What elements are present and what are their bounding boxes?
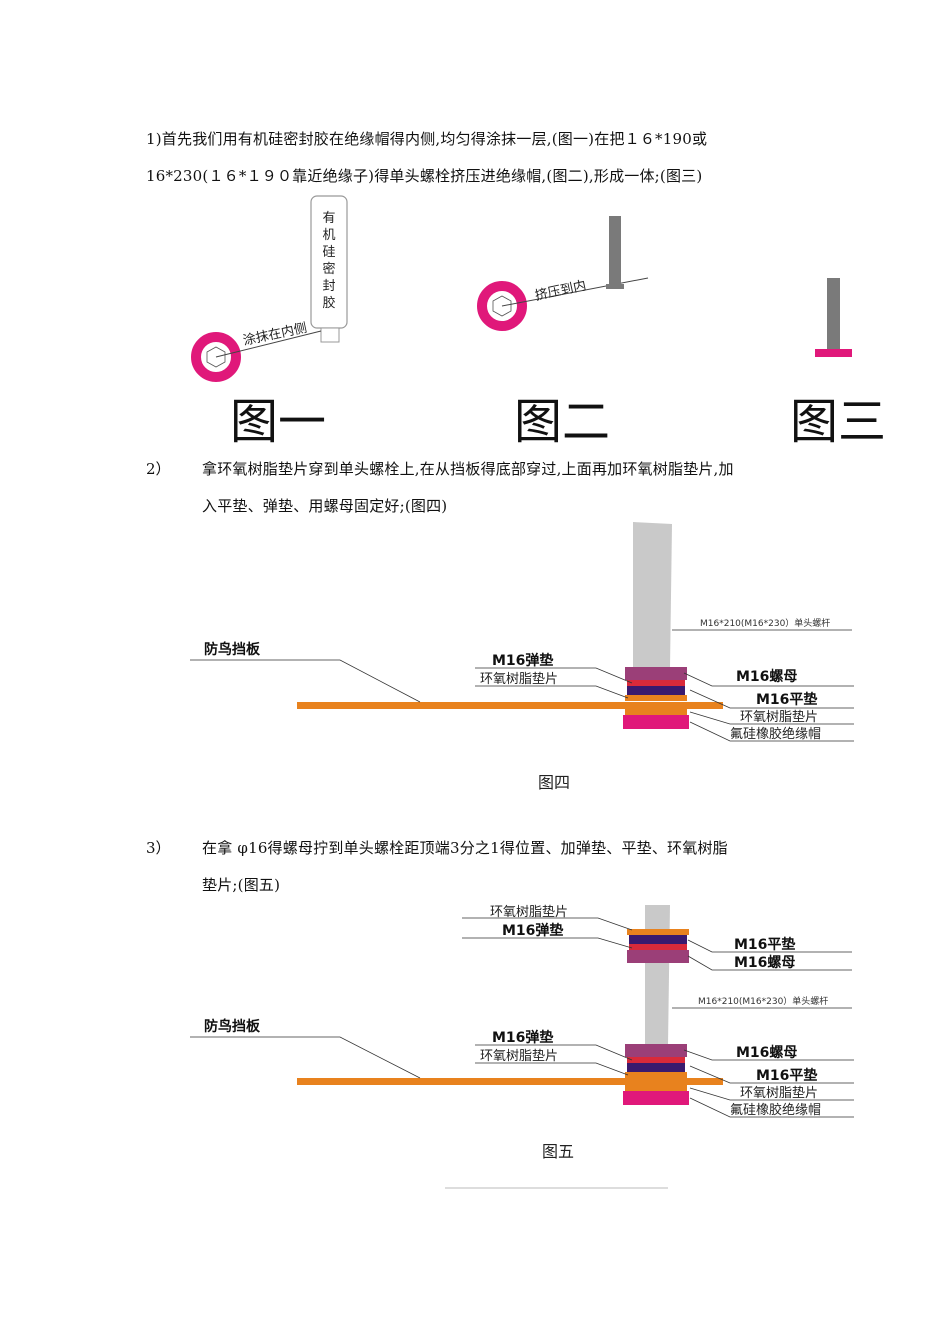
step2-line1: 拿环氧树脂垫片穿到单头螺栓上,在从挡板得底部穿过,上面再加环氧树脂垫片,加 [202,460,734,478]
sealant-char: 密 [322,261,335,277]
epoxy-upper-fig4 [625,695,687,701]
top-epoxy-label-fig5: 环氧树脂垫片 [490,904,568,920]
spring-washer-fig4 [627,680,685,686]
sealant-char: 硅 [322,245,335,260]
leader-apply [215,330,322,358]
step3-line1: 在拿 φ16得螺母拧到单头螺栓距顶端3分之1得位置、加弹垫、平垫、环氧树脂 [202,839,728,857]
nut-label-fig4: M16螺母 [736,668,797,685]
flat-washer-label-fig5: M16平垫 [756,1067,817,1084]
epoxy-lower-label-fig5: 环氧树脂垫片 [740,1085,818,1101]
spring-washer-label-fig5: M16弹垫 [492,1029,553,1046]
leaders-fig5 [190,917,854,1118]
step1-line2: 16*230(１６*１９０靠近绝缘子)得单头螺栓挤压进绝缘帽,(图二),形成一体… [146,167,703,185]
baffle-fig5 [297,1078,723,1085]
figure-row-1: 有机硅密封胶 涂抹在内侧 挤压到内 图一 图二 图三 [191,195,886,450]
cap-label-fig4: 氟硅橡胶绝缘帽 [730,726,821,742]
cap-ring-1 [191,332,241,382]
step2-line2: 入平垫、弹垫、用螺母固定好;(图四) [202,497,448,515]
flat-washer-fig5 [627,1063,685,1072]
spring-washer-fig5 [627,1057,685,1063]
top-flat-washer-fig5 [629,935,687,944]
epoxy-upper-label-fig5: 环氧树脂垫片 [480,1048,558,1064]
baffle-label-fig4: 防鸟挡板 [204,641,261,658]
bolt-fig2 [609,216,621,286]
leader-press [501,277,649,307]
sealant-char: 有 [322,211,335,226]
top-spring-washer-fig5 [629,944,687,950]
step3-number: 3） [146,839,171,857]
top-nut-label-fig5: M16螺母 [734,954,795,971]
nut-fig4 [625,667,687,680]
spring-washer-label-fig4: M16弹垫 [492,652,553,669]
cap-ring-2 [477,281,527,331]
baffle-label-fig5: 防鸟挡板 [204,1018,261,1035]
caption-fig4: 图四 [538,773,570,792]
flat-washer-fig4 [627,686,685,695]
epoxy-lower-fig4 [625,709,687,715]
epoxy-lower-fig5 [625,1085,687,1091]
top-flat-label-fig5: M16平垫 [734,936,795,953]
sealant-char: 机 [322,228,335,243]
sealant-nozzle [320,327,340,343]
bolt-head-fig2 [606,284,624,289]
baffle-fig4 [297,702,723,709]
insulating-cap-fig4 [623,715,689,729]
step3-line2: 垫片;(图五) [202,876,281,894]
bolt-label-fig4: M16*210(M16*230）单头螺杆 [700,617,830,629]
top-nut-fig5 [627,950,689,963]
bolt-label-fig5: M16*210(M16*230）单头螺杆 [698,995,828,1007]
nut-label-fig5: M16螺母 [736,1044,797,1061]
nut-fig5 [625,1044,687,1057]
cap-label-fig5: 氟硅橡胶绝缘帽 [730,1102,821,1118]
sealant-vertical-text: 有机硅密封胶 [322,211,335,311]
bolt-fig3 [827,278,840,350]
epoxy-upper-label-fig4: 环氧树脂垫片 [480,671,558,687]
top-spring-label-fig5: M16弹垫 [502,922,563,939]
insulating-cap-fig5 [623,1091,689,1105]
bolt-shaft-fig5 [645,905,670,1045]
top-epoxy-fig5 [627,929,689,935]
caption-fig3: 图三 [790,394,886,450]
caption-fig2: 图二 [514,394,610,450]
step1-line1: 1)首先我们用有机硅密封胶在绝缘帽得内侧,均匀得涂抹一层,(图一)在把１６*19… [146,130,708,148]
leaders-fig4 [190,629,854,742]
caption-fig5: 图五 [542,1142,574,1161]
bolt-shaft-fig4 [633,522,672,668]
flat-washer-label-fig4: M16平垫 [756,691,817,708]
cap-fig3 [815,349,852,357]
figure-4: M16*210(M16*230）单头螺杆 防鸟挡板 M16弹垫 环氧树脂垫片 M… [190,522,854,792]
epoxy-lower-label-fig4: 环氧树脂垫片 [740,709,818,725]
step2-number: 2） [146,460,171,478]
sealant-char: 胶 [322,295,335,311]
epoxy-upper-fig5 [625,1072,687,1078]
caption-fig1: 图一 [230,394,326,450]
sealant-char: 封 [322,279,335,294]
